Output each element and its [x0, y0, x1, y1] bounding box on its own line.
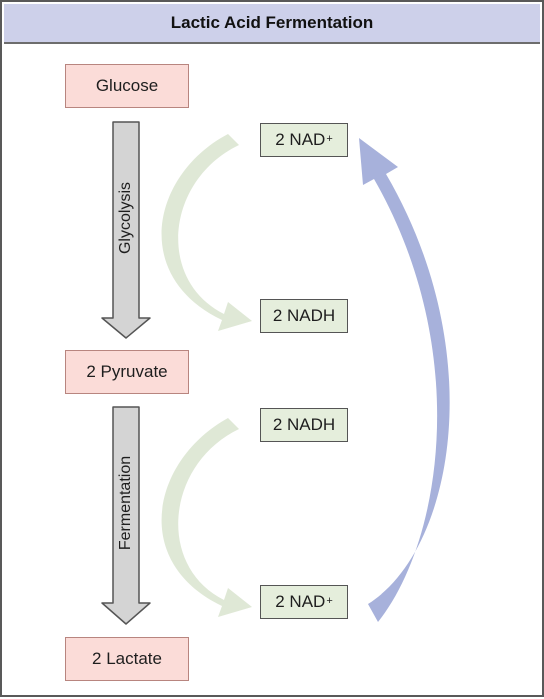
nadh-label-upper: 2 NADH — [272, 306, 336, 325]
pyruvate-label: 2 Pyruvate — [86, 362, 168, 381]
nad-plus-label-top: 2 NAD — [275, 130, 326, 149]
nad-plus-box-bottom: 2 NAD+ — [260, 585, 348, 619]
fermentation-label: Fermentation — [117, 455, 134, 551]
lactate-box: 2 Lactate — [65, 637, 189, 681]
glucose-box: Glucose — [65, 64, 189, 108]
pyruvate-box: 2 Pyruvate — [65, 350, 189, 394]
nad-regeneration-arrow — [359, 138, 450, 622]
lactate-label: 2 Lactate — [92, 649, 162, 668]
fermentation-arrow — [101, 406, 151, 625]
glycolysis-arrow — [101, 121, 151, 339]
nadh-box-lower: 2 NADH — [260, 408, 348, 442]
nadh-label-lower: 2 NADH — [272, 415, 336, 434]
nad-plus-label-bottom: 2 NAD — [275, 592, 326, 611]
glucose-label: Glucose — [95, 76, 159, 95]
nadh-box-upper: 2 NADH — [260, 299, 348, 333]
glycolysis-label: Glycolysis — [117, 181, 134, 255]
diagram-title: Lactic Acid Fermentation — [4, 4, 540, 44]
nad-plus-box-top: 2 NAD+ — [260, 123, 348, 157]
nadh-to-nad-curve-arrow — [161, 418, 252, 617]
nad-to-nadh-curve-arrow — [161, 134, 252, 331]
